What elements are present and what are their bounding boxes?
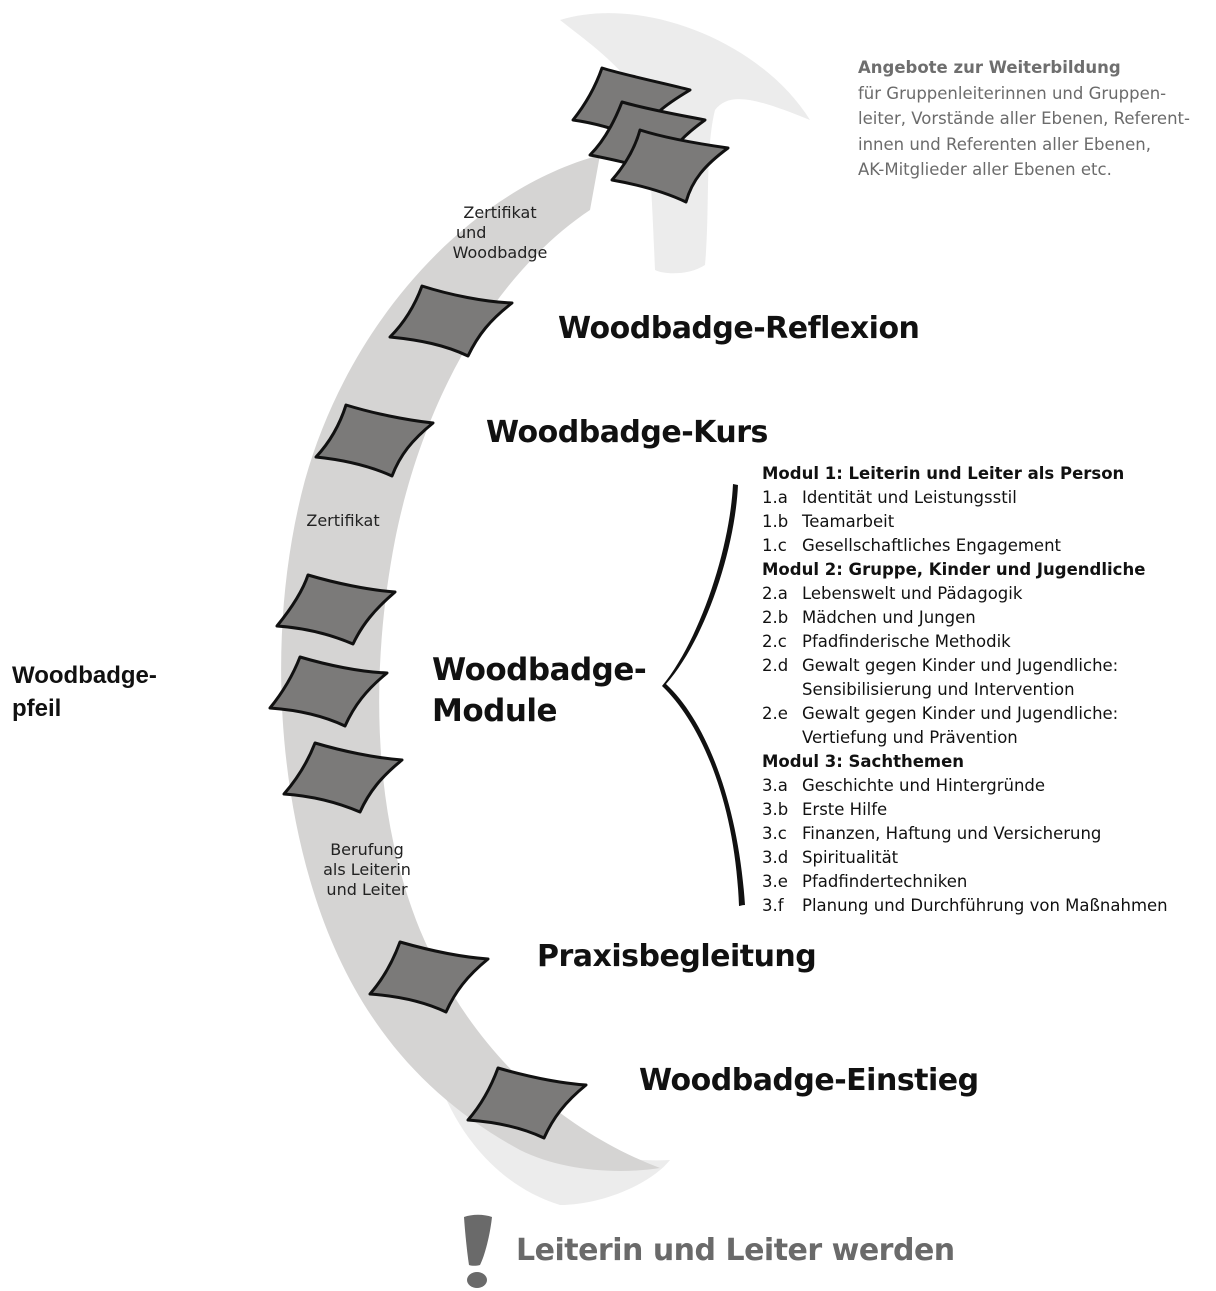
arrow-label-line: als Leiterin	[323, 860, 411, 879]
module-item-text: Geschichte und Hintergründe	[802, 776, 1046, 795]
offers-title: Angebote zur Weiterbildung	[858, 58, 1121, 77]
module-item-text: Sensibilisierung und Intervention	[802, 680, 1075, 699]
arrow-label-line: Berufung	[330, 840, 404, 859]
further-education-offers: Angebote zur Weiterbildung für Gruppenle…	[858, 55, 1190, 183]
stage-praxis: Praxisbegleitung	[537, 939, 817, 974]
module-list: Modul 1: Leiterin und Leiter als Person …	[762, 462, 1168, 918]
module-bracket	[662, 484, 745, 906]
module-item: 3.a Geschichte und Hintergründe	[762, 774, 1168, 798]
module-item: 3.c Finanzen, Haftung und Versicherung	[762, 822, 1168, 846]
module-item-text: Erste Hilfe	[802, 800, 888, 819]
badge-group	[268, 66, 730, 1140]
arrow-label-certificate-woodbadge: Zertifikat und Woodbadge	[440, 203, 560, 263]
arrow-band	[281, 155, 660, 1171]
badge-icon-einstieg	[466, 1066, 588, 1140]
module-item: 1.b Teamarbeit	[762, 510, 1168, 534]
arrow-label-appointment: Berufung als Leiterin und Leiter	[312, 840, 422, 900]
offers-line: für Gruppenleiterinnen und Gruppen-	[858, 83, 1167, 103]
badge-icon-kurs	[314, 403, 435, 478]
module-item: 3.e Pfadfindertechniken	[762, 870, 1168, 894]
module-item: 3.f Planung und Durchführung von Maßnahme…	[762, 894, 1168, 918]
module-title: Modul 3: Sachthemen	[762, 752, 965, 771]
badge-icon-reflexion	[388, 284, 514, 358]
module-code: 2.c	[762, 632, 787, 651]
stage-reflexion: Woodbadge-Reflexion	[558, 311, 920, 346]
badge-icon-module-1	[275, 573, 397, 646]
module-item-text: Spiritualität	[802, 848, 899, 867]
module-item: 1.c Gesellschaftliches Engagement	[762, 534, 1168, 558]
arrow-label-line: Zertifikat	[463, 203, 537, 222]
module-code: 3.b	[762, 800, 789, 819]
module-item-text: Gewalt gegen Kinder und Jugendliche:	[802, 656, 1119, 675]
module-code: 2.e	[762, 704, 788, 723]
arrow-label-line: Woodbadge	[452, 243, 548, 262]
module-code: 2.a	[762, 584, 788, 603]
offers-line: AK-Mitglieder aller Ebenen etc.	[858, 160, 1112, 179]
module-item: 2.d Gewalt gegen Kinder und Jugendliche: S…	[762, 654, 1168, 702]
stage-einstieg: Woodbadge-Einstieg	[639, 1063, 979, 1098]
module-item-text: Gesellschaftliches Engagement	[802, 536, 1062, 555]
module-title: Modul 1: Leiterin und Leiter als Person	[762, 464, 1125, 483]
module-code: 1.a	[762, 488, 788, 507]
arrow-label-line: und	[456, 223, 487, 242]
arrow-tail-shadow	[420, 1000, 670, 1205]
module-code: 2.b	[762, 608, 789, 627]
stage-module-line-2: Module	[432, 693, 558, 729]
module-item-text: Planung und Durchführung von Maßnahmen	[802, 896, 1168, 915]
stage-module-line-1: Woodbadge-	[432, 652, 647, 688]
module-code: 3.d	[762, 848, 789, 867]
module-code: 3.f	[762, 896, 784, 915]
stage-kurs: Woodbadge-Kurs	[486, 415, 768, 450]
badge-icon-praxis	[368, 940, 490, 1014]
module-code: 3.c	[762, 824, 787, 843]
arrow-label-line: und Leiter	[326, 880, 408, 899]
module-item: 1.a Identität und Leistungsstil	[762, 486, 1168, 510]
module-item: 3.d Spiritualität	[762, 846, 1168, 870]
badge-icon-module-2	[268, 655, 389, 728]
diagram-title-line-2: pfeil	[12, 695, 62, 722]
arrow-label-certificate: Zertifikat	[306, 511, 380, 530]
module-item-text: Pfadfinderische Methodik	[802, 632, 1011, 651]
module-item: 2.c Pfadfinderische Methodik	[762, 630, 1168, 654]
module-item: 2.a Lebenswelt und Pädagogik	[762, 582, 1168, 606]
badge-icon-top-3	[610, 128, 730, 204]
offers-line: innen und Referenten aller Ebenen,	[858, 134, 1151, 154]
module-block: Modul 2: Gruppe, Kinder und Jugendliche …	[762, 558, 1168, 750]
diagram-title: Woodbadge- pfeil	[12, 659, 157, 725]
module-item-text: Teamarbeit	[802, 512, 895, 531]
module-block: Modul 1: Leiterin und Leiter als Person …	[762, 462, 1168, 558]
module-block: Modul 3: Sachthemen 3.a Geschichte und Hi…	[762, 750, 1168, 918]
module-item: 3.b Erste Hilfe	[762, 798, 1168, 822]
module-item-text: Mädchen und Jungen	[802, 608, 976, 627]
module-code: 3.a	[762, 776, 788, 795]
module-item-text: Pfadfindertechniken	[802, 872, 968, 891]
badge-icon-module-3	[282, 741, 404, 814]
module-code: 3.e	[762, 872, 788, 891]
stage-module: Woodbadge- Module	[432, 650, 647, 732]
module-code: 2.d	[762, 656, 789, 675]
offers-line: leiter, Vorstände aller Ebenen, Referent…	[858, 109, 1190, 128]
footer-text: Leiterin und Leiter werden	[516, 1233, 955, 1268]
module-item-text: Vertiefung und Prävention	[802, 728, 1018, 747]
module-item-text: Finanzen, Haftung und Versicherung	[802, 824, 1102, 843]
module-item-text: Identität und Leistungsstil	[802, 488, 1017, 507]
module-title: Modul 2: Gruppe, Kinder und Jugendliche	[762, 560, 1146, 579]
exclamation-icon	[464, 1214, 492, 1288]
diagram-title-line-1: Woodbadge-	[12, 662, 157, 689]
module-item-text: Gewalt gegen Kinder und Jugendliche:	[802, 704, 1119, 723]
module-item: 2.e Gewalt gegen Kinder und Jugendliche: V…	[762, 702, 1168, 750]
module-item: 2.b Mädchen und Jungen	[762, 606, 1168, 630]
module-code: 1.c	[762, 536, 787, 555]
module-item-text: Lebenswelt und Pädagogik	[802, 584, 1023, 603]
module-code: 1.b	[762, 512, 789, 531]
